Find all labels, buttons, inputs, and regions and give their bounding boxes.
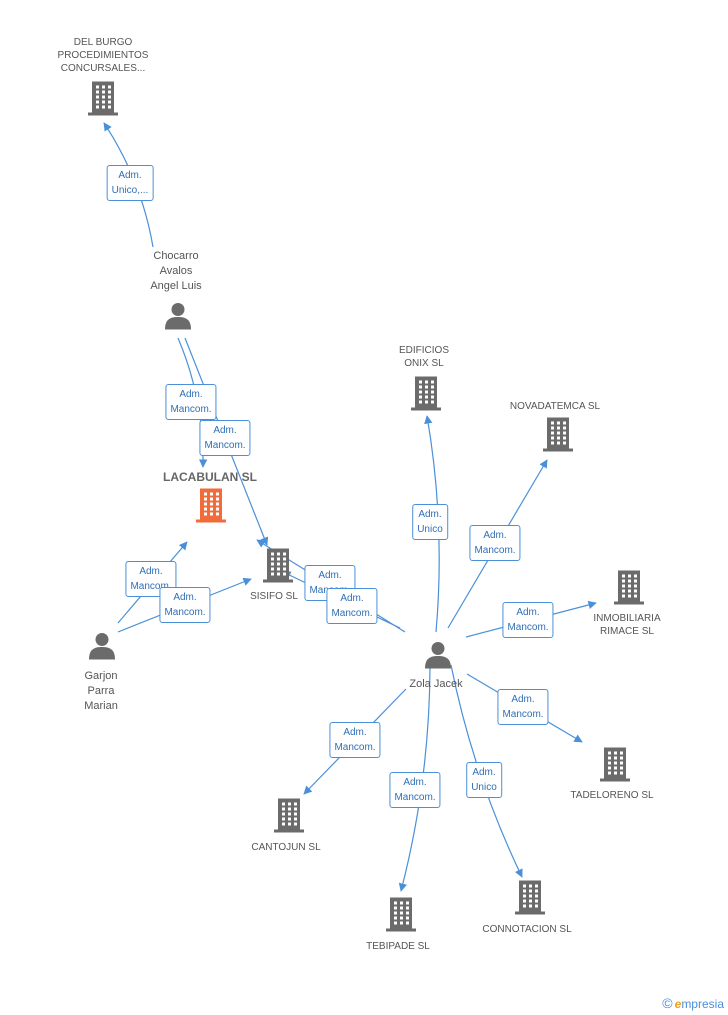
edge-label-garjon-to-sisifo[interactable]: Adm. Mancom. (159, 587, 211, 623)
copyright-symbol: © (662, 995, 673, 1011)
node-label-tadeloreno[interactable]: TADELORENO SL (570, 790, 654, 801)
edge-label-zola-to-novadatemca[interactable]: Adm. Mancom. (469, 525, 521, 561)
node-label-cantojun[interactable]: CANTOJUN SL (251, 842, 321, 853)
building-icon-tadeloreno[interactable] (600, 747, 630, 787)
edge-label-zola-to-cantojun[interactable]: Adm. Mancom. (329, 722, 381, 758)
node-label-inmobiliaria[interactable]: INMOBILIARIA RIMACE SL (593, 613, 661, 637)
brand-name: mpresia (681, 997, 724, 1011)
building-icon-delburgo[interactable] (88, 81, 118, 121)
person-icon-zola[interactable] (424, 641, 452, 674)
building-icon-inmobiliaria[interactable] (614, 570, 644, 610)
node-label-tebipade[interactable]: TEBIPADE SL (366, 941, 430, 952)
person-icon-chocarro[interactable] (164, 302, 192, 335)
building-icon-tebipade[interactable] (386, 897, 416, 937)
edge-label-chocarro-to-delburgo[interactable]: Adm. Unico,... (106, 165, 154, 201)
edge-label-zola-to-lacabulan[interactable]: Adm. Mancom. (326, 588, 378, 624)
edge-label-zola-to-edificios[interactable]: Adm. Unico (412, 504, 448, 540)
node-label-zola[interactable]: Zola Jacek (409, 678, 463, 690)
edge-label-zola-to-tebipade[interactable]: Adm. Mancom. (389, 772, 441, 808)
building-icon-sisifo[interactable] (263, 548, 293, 588)
brand-initial: e (674, 997, 682, 1011)
node-label-sisifo[interactable]: SISIFO SL (250, 591, 298, 602)
building-icon-novadatemca[interactable] (543, 417, 573, 457)
building-icon-lacabulan[interactable] (196, 488, 226, 528)
edge-label-chocarro-to-lacabulan[interactable]: Adm. Mancom. (165, 384, 217, 420)
node-label-chocarro[interactable]: Chocarro Avalos Angel Luis (150, 250, 202, 292)
node-label-novadatemca[interactable]: NOVADATEMCA SL (509, 401, 601, 412)
person-icon-garjon[interactable] (88, 632, 116, 665)
edge-label-zola-to-connotacion[interactable]: Adm. Unico (466, 762, 502, 798)
building-icon-cantojun[interactable] (274, 798, 304, 838)
edge-label-zola-to-tadeloreno[interactable]: Adm. Mancom. (497, 689, 549, 725)
node-label-connotacion[interactable]: CONNOTACION SL (482, 924, 572, 935)
node-label-edificios[interactable]: EDIFICIOS ONIX SL (398, 345, 450, 369)
empresia-watermark: ©empresia (662, 995, 724, 1011)
node-label-garjon[interactable]: Garjon Parra Marian (84, 670, 118, 712)
node-label-delburgo[interactable]: DEL BURGO PROCEDIMIENTOS CONCURSALES... (57, 37, 149, 74)
node-label-lacabulan[interactable]: LACABULAN SL (163, 470, 257, 484)
edge-label-chocarro-to-sisifo[interactable]: Adm. Mancom. (199, 420, 251, 456)
building-icon-connotacion[interactable] (515, 880, 545, 920)
building-icon-edificios[interactable] (411, 376, 441, 416)
edge-label-zola-to-inmobiliaria[interactable]: Adm. Mancom. (502, 602, 554, 638)
